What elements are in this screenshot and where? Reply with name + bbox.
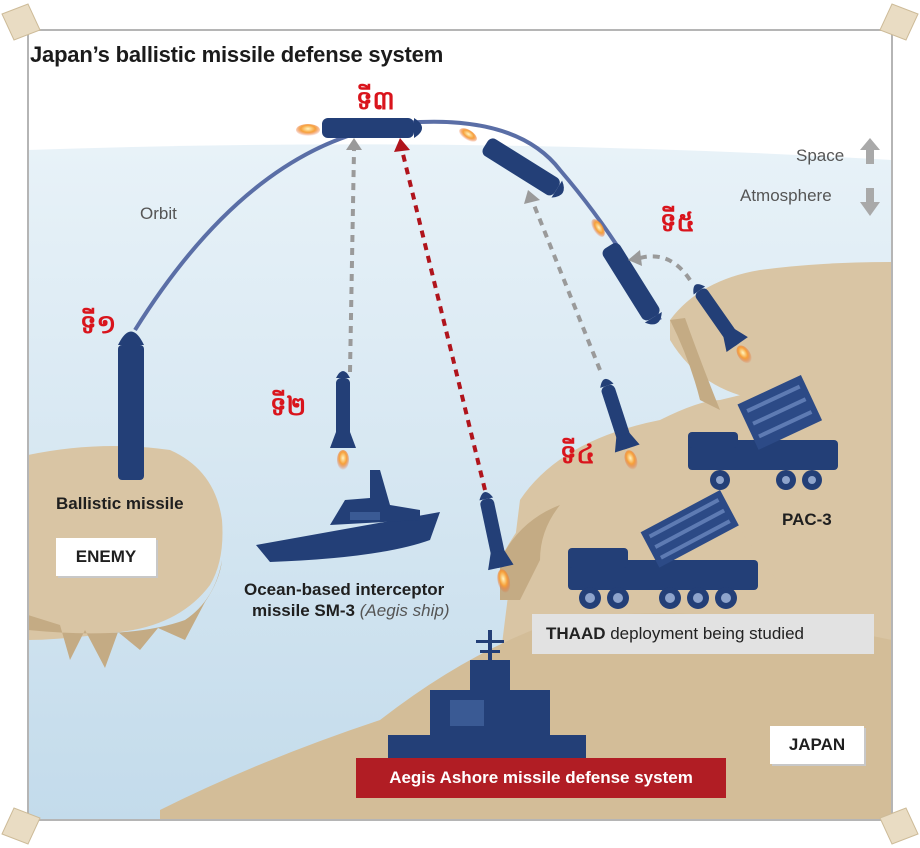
- ballistic-missile-apex: [296, 118, 422, 138]
- aegis-ashore-building: [388, 630, 586, 775]
- thaad-launcher: [568, 490, 758, 609]
- pac3-trail: [639, 254, 692, 282]
- ballistic-missile-label: Ballistic missile: [56, 494, 184, 513]
- aegis-ashore-trail: [400, 149, 487, 491]
- sm3-trail: [348, 149, 356, 373]
- sm3-interceptor: [330, 371, 356, 470]
- pac3-label: PAC-3: [782, 510, 832, 529]
- step-4-label: ទី៤: [560, 440, 595, 470]
- sm3-label-line1: Ocean-based interceptor: [244, 580, 445, 599]
- ballistic-missile-descent-2: [602, 243, 662, 325]
- up-arrow-icon: [860, 138, 880, 164]
- sm3-label-line2: missile SM-3: [252, 601, 355, 620]
- ballistic-missile-descent-1: [482, 138, 564, 198]
- pac3-launcher: [688, 374, 838, 490]
- japan-badge: JAPAN: [770, 726, 864, 764]
- aegis-ashore-banner: Aegis Ashore missile defense system: [356, 758, 726, 798]
- enemy-badge: ENEMY: [56, 538, 156, 576]
- space-label: Space: [796, 146, 845, 165]
- down-arrow-icon: [860, 188, 880, 216]
- thaad-description: deployment being studied: [605, 624, 804, 643]
- pac3-interceptor: [693, 284, 752, 364]
- thaad-caption: THAAD deployment being studied: [532, 614, 874, 654]
- step-5-label: ទី៥: [660, 208, 695, 238]
- aegis-ship: [256, 470, 440, 562]
- corner-decorations: [1, 3, 919, 845]
- atmosphere-label: Atmosphere: [740, 186, 832, 205]
- orbit-label: Orbit: [140, 204, 177, 223]
- step-2-label: ទី២: [270, 392, 307, 422]
- step-3-label: ទី៣: [356, 86, 395, 116]
- step-1-label: ទី១: [80, 310, 117, 340]
- aegis-ashore-interceptor: [479, 492, 514, 593]
- thaad-name: THAAD: [546, 624, 606, 643]
- thaad-interceptor: [600, 378, 640, 470]
- page-title: Japan’s ballistic missile defense system: [30, 42, 444, 67]
- orbit-path: [133, 119, 662, 332]
- ballistic-missile-launch: [118, 331, 144, 480]
- thaad-trail: [530, 199, 602, 371]
- sm3-aegis-label: (Aegis ship): [359, 601, 450, 620]
- pac3-cliff: [670, 262, 892, 420]
